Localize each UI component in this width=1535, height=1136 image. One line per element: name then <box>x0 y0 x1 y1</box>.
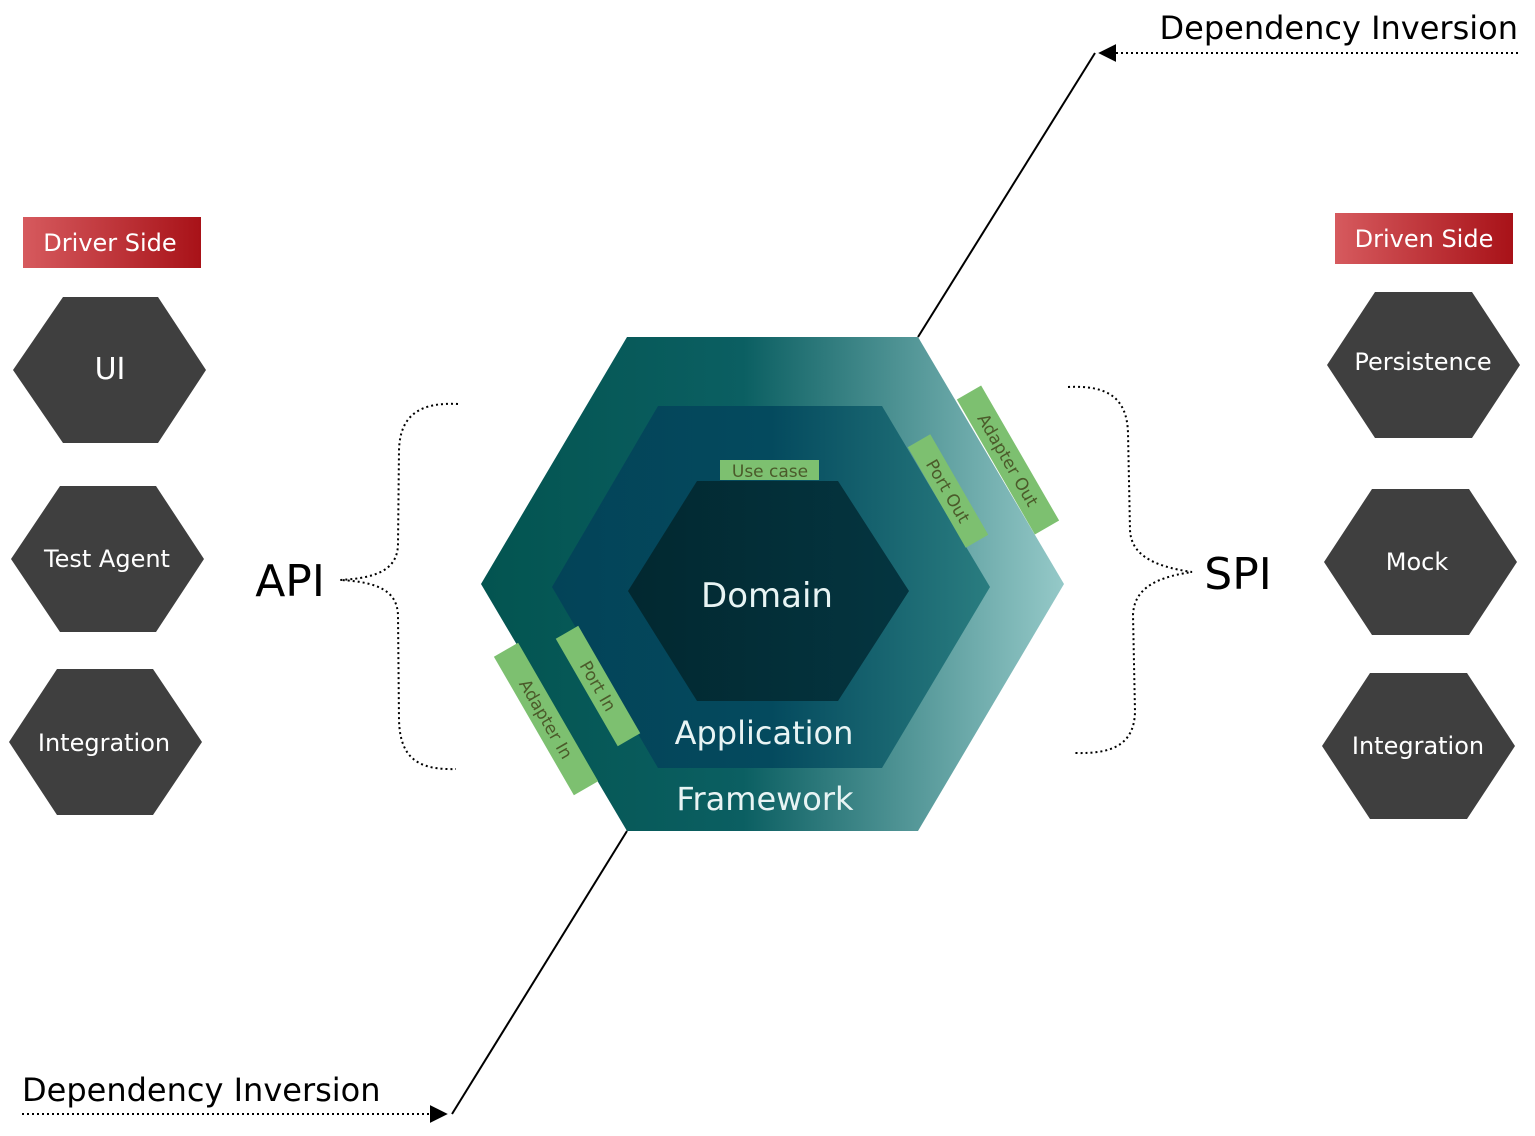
core-hexagon: Framework Application Domain Use case Po… <box>481 337 1064 831</box>
driven-hex-mock <box>1324 489 1517 635</box>
driven-item-mock: Mock <box>1386 548 1449 576</box>
driver-hex-integration <box>9 669 202 815</box>
driven-hex-integration <box>1322 673 1515 819</box>
driver-side-title: Driver Side <box>43 229 176 257</box>
use-case-tag-bg <box>720 460 819 480</box>
spi-brace <box>1067 385 1193 755</box>
driver-item-integration: Integration <box>38 729 170 757</box>
dependency-line-bottom <box>451 830 628 1115</box>
api-label: API <box>255 556 325 607</box>
spi-label: SPI <box>1204 549 1271 600</box>
driven-side-badge <box>1335 213 1513 264</box>
dependency-inversion-bottom: Dependency Inversion <box>22 830 628 1123</box>
framework-label: Framework <box>676 780 854 818</box>
driver-hex-test-agent <box>11 486 204 632</box>
dependency-line-top <box>917 52 1096 338</box>
dependency-inversion-top: Dependency Inversion <box>917 9 1518 338</box>
driven-item-integration: Integration <box>1352 732 1484 760</box>
driver-side-badge <box>23 217 201 268</box>
domain-label: Domain <box>701 576 833 616</box>
driver-item-test-agent: Test Agent <box>43 545 170 573</box>
driven-hex-persistence <box>1327 292 1520 438</box>
dependency-inversion-bottom-label: Dependency Inversion <box>22 1071 381 1109</box>
driven-side-group: Driven Side Persistence Mock Integration <box>1322 213 1520 819</box>
driver-hex-ui <box>13 297 206 443</box>
driver-side-group: Driver Side UI Test Agent Integration <box>9 217 206 815</box>
domain-layer <box>628 481 909 701</box>
api-brace <box>339 402 459 771</box>
adapter-in-tag-bg <box>493 642 599 796</box>
application-label: Application <box>675 714 854 752</box>
use-case-tag-label: Use case <box>732 462 808 482</box>
driver-item-ui: UI <box>95 352 126 387</box>
dependency-inversion-top-label: Dependency Inversion <box>1159 9 1518 47</box>
adapter-out-tag-bg <box>956 385 1060 535</box>
port-out-tag-bg <box>907 434 989 548</box>
port-in-tag-bg <box>555 625 641 747</box>
driven-item-persistence: Persistence <box>1354 348 1491 376</box>
driven-side-title: Driven Side <box>1355 225 1494 253</box>
use-case-tag: Use case <box>720 460 819 482</box>
